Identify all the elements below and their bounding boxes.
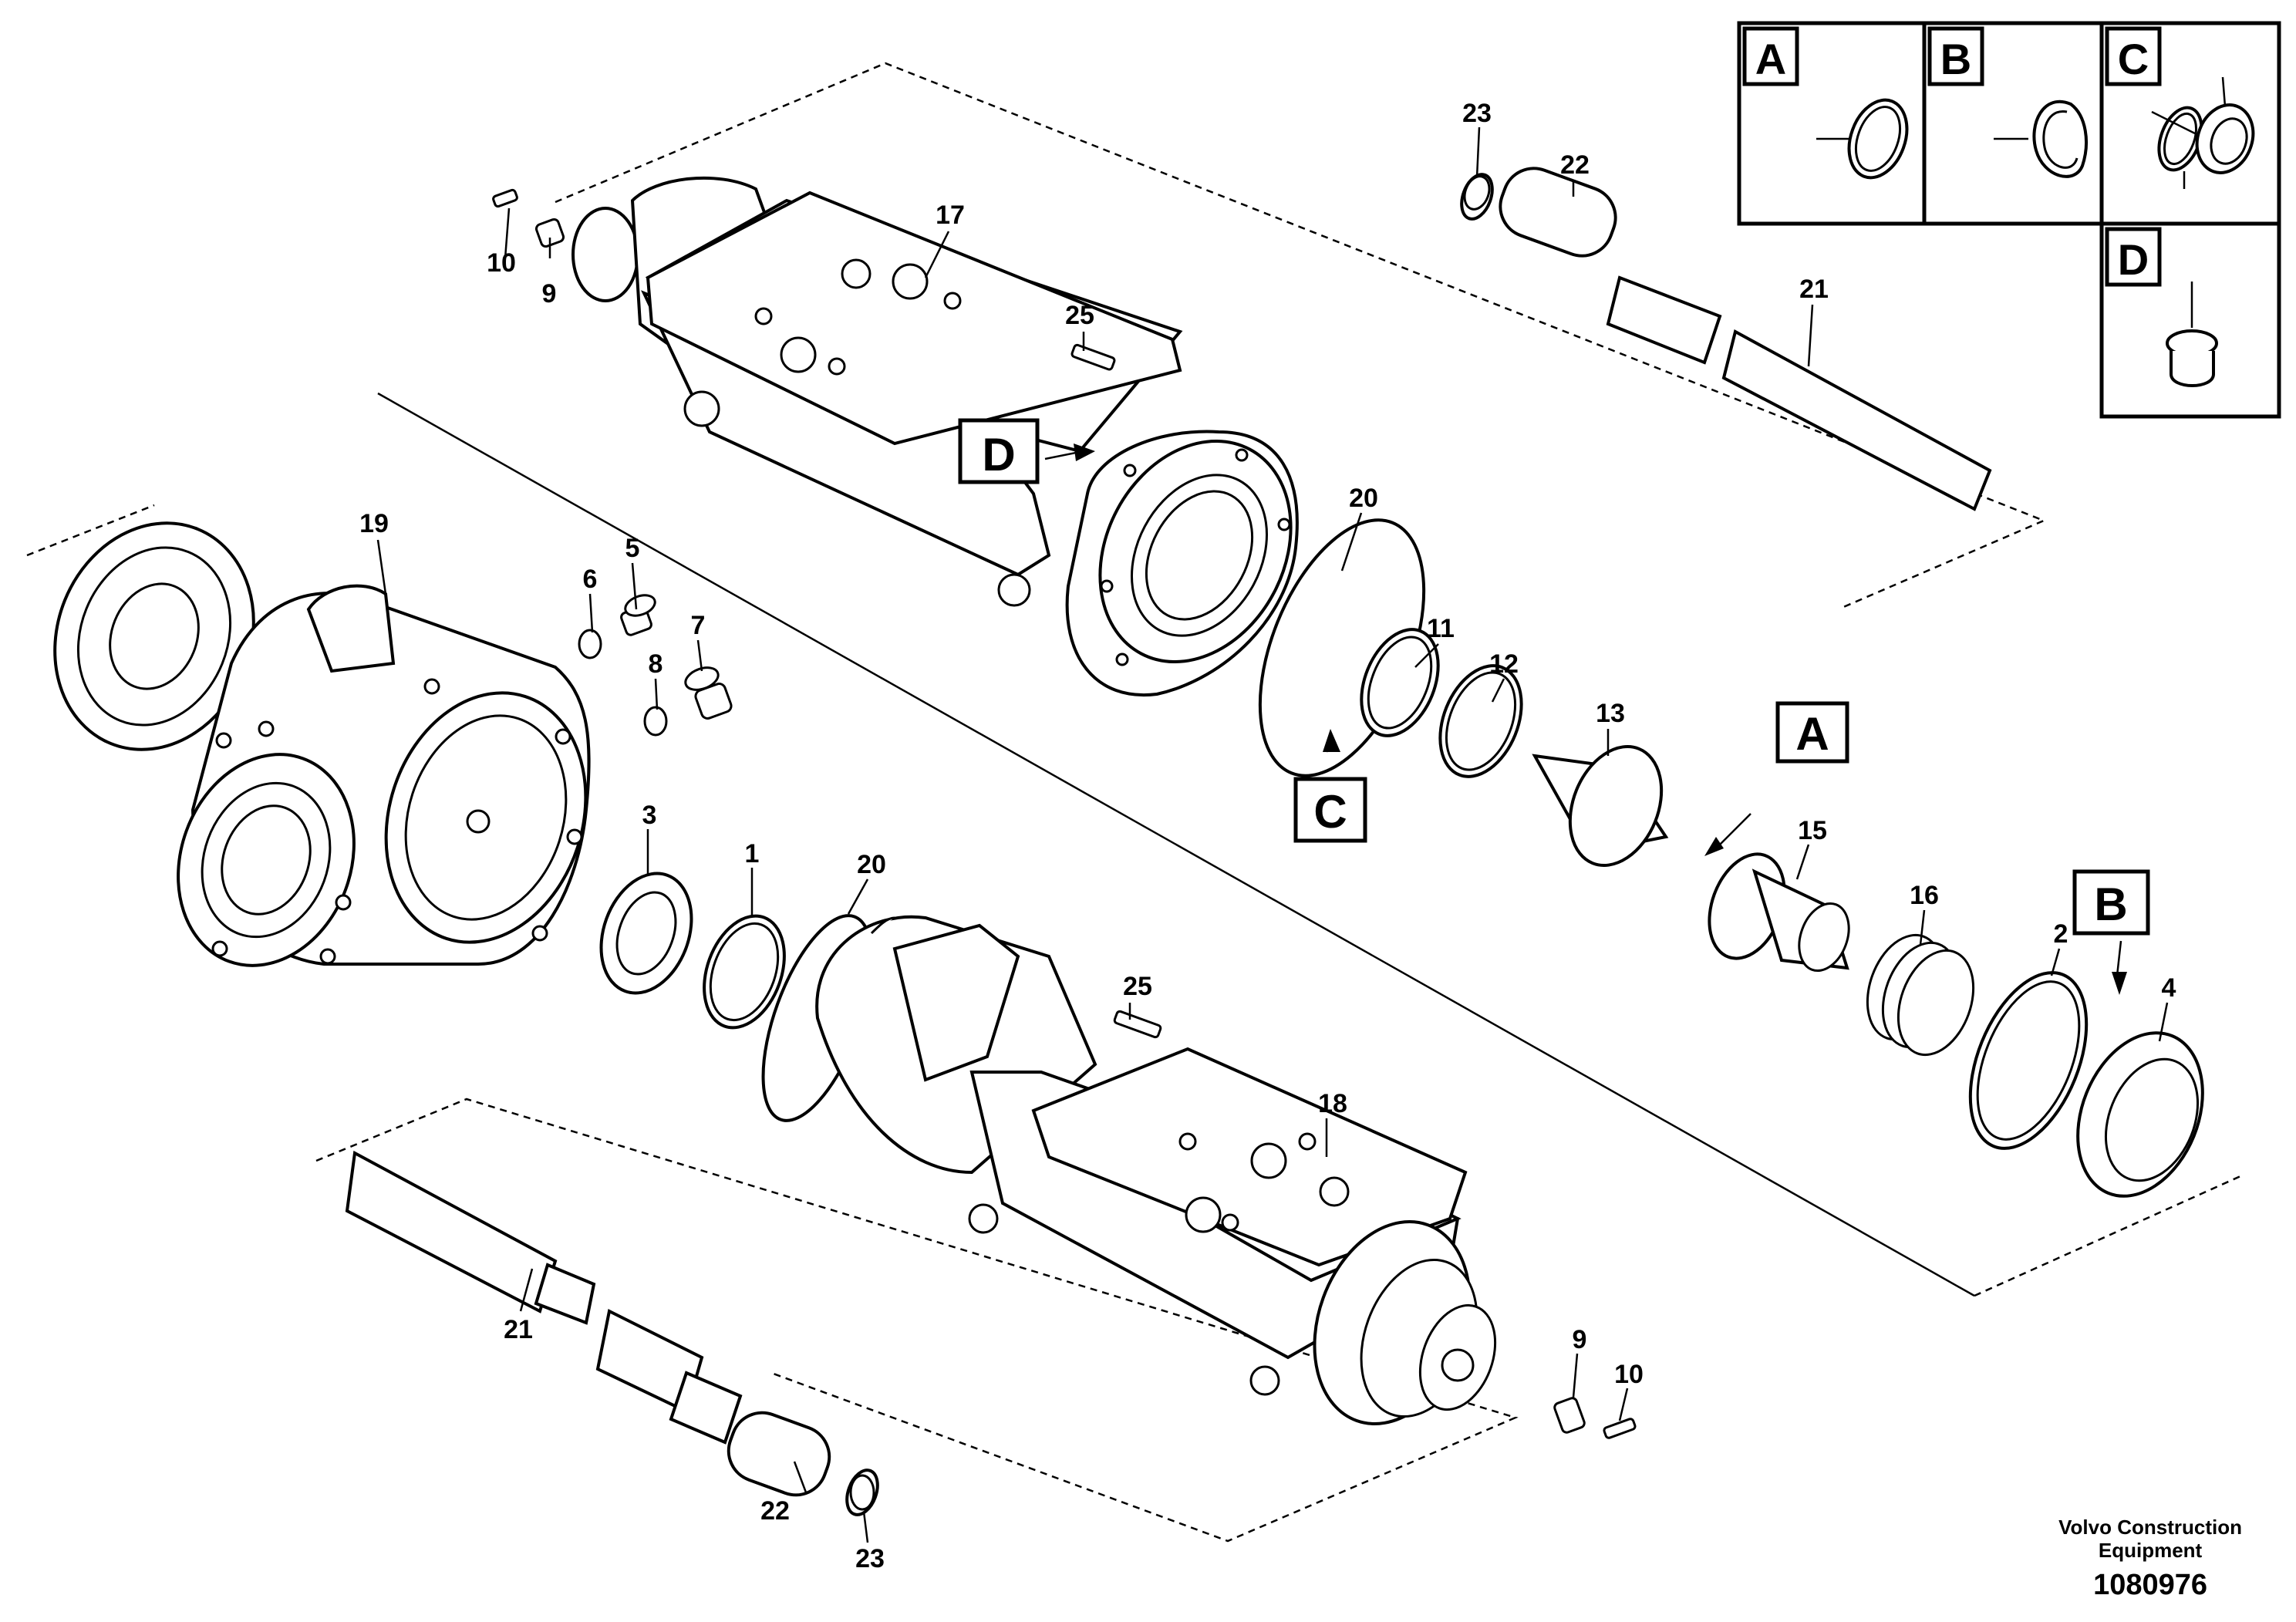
callout-5: 5 [625, 534, 640, 563]
detail-reference-boxes: D C A B [958, 418, 2150, 936]
detail-ref-b: B [2094, 878, 2127, 930]
differential-frame [26, 504, 155, 557]
ref-arrow-d [1074, 443, 1095, 461]
maker-line-2: Equipment [2098, 1539, 2203, 1563]
callout-6: 6 [583, 565, 598, 594]
callout-10-lower: 10 [1614, 1360, 1644, 1389]
hub-and-bearing-set [1708, 852, 2204, 1198]
upper-axle-frame [555, 62, 2047, 609]
upper-seal-rings [1258, 518, 1669, 867]
callout-3: 3 [642, 801, 657, 830]
center-axis-line [377, 392, 1975, 1297]
callout-25-upper: 25 [1065, 301, 1094, 330]
lower-axle-frame [315, 1098, 1519, 1543]
callout-9-upper: 9 [542, 279, 557, 309]
lower-axle-shaft [345, 1150, 879, 1516]
ref-arrow-a [1704, 837, 1724, 856]
legend-letter-d: D [2118, 235, 2149, 284]
detail-ref-c: C [1313, 786, 1347, 838]
callout-9-lower: 9 [1573, 1325, 1587, 1354]
callout-12: 12 [1489, 649, 1519, 679]
callout-20-lower: 20 [857, 850, 886, 879]
callout-2: 2 [2054, 919, 2068, 949]
ref-arrow-c [1323, 729, 1340, 752]
publisher-credit: Volvo Construction Equipment 1080976 [2058, 1516, 2242, 1602]
callout-13: 13 [1596, 699, 1625, 728]
callout-21-lower: 21 [504, 1315, 533, 1344]
callout-25-lower: 25 [1123, 972, 1152, 1001]
callout-7: 7 [691, 611, 706, 640]
callout-22-lower: 22 [760, 1496, 790, 1526]
detail-ref-a: A [1795, 708, 1829, 760]
legend-letter-c: C [2118, 35, 2149, 83]
callout-1: 1 [745, 839, 760, 868]
breather-plugs [578, 594, 733, 737]
detail-legend: A B C D [1737, 21, 2281, 419]
callout-19: 19 [359, 509, 389, 538]
callout-15: 15 [1798, 816, 1827, 845]
callout-8: 8 [649, 649, 663, 679]
callout-23-lower: 23 [855, 1544, 885, 1573]
callout-18: 18 [1318, 1089, 1347, 1118]
callout-22-upper: 22 [1560, 150, 1590, 180]
drawing-number: 1080976 [2093, 1569, 2208, 1601]
lower-axle-housing [815, 915, 1497, 1425]
upper-axle-housing [571, 176, 1299, 697]
small-hardware [492, 175, 1637, 1511]
ref-arrow-b [2112, 972, 2127, 995]
callout-16: 16 [1910, 881, 1939, 910]
legend-letter-a: A [1755, 35, 1786, 83]
callout-20-upper: 20 [1349, 484, 1378, 513]
callout-10-upper: 10 [487, 248, 516, 278]
leader-lines [376, 126, 2169, 1543]
legend-letter-b: B [1940, 35, 1971, 83]
callout-21-upper: 21 [1799, 275, 1829, 304]
maker-line-1: Volvo Construction [2058, 1516, 2242, 1539]
callout-4: 4 [2162, 973, 2176, 1003]
callout-11: 11 [1427, 614, 1455, 643]
callout-23-upper: 23 [1462, 99, 1492, 128]
differential-housing [53, 521, 591, 967]
callout-17: 17 [936, 201, 965, 230]
detail-ref-d: D [982, 429, 1015, 481]
